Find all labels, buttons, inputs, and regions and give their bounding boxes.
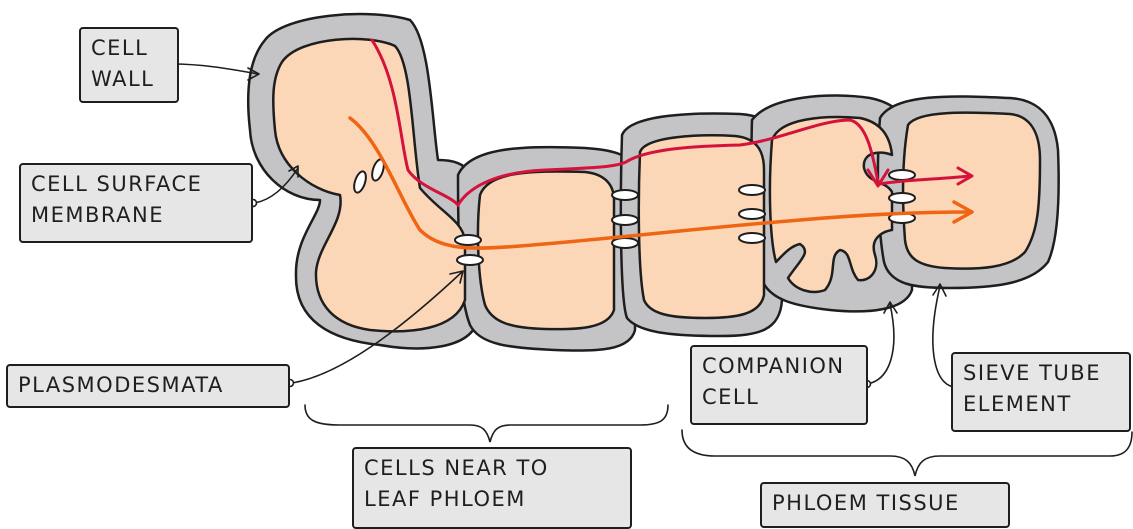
label-cells-near-line-1: CELLS NEAR TO bbox=[364, 453, 620, 484]
pointer-companion-cell bbox=[867, 304, 894, 384]
label-cells-near-line-2: LEAF PHLOEM bbox=[364, 484, 620, 515]
label-cell-wall: CELL WALL bbox=[79, 27, 179, 103]
label-cell-surface-membrane: CELL SURFACE MEMBRANE bbox=[19, 163, 253, 243]
label-phloem-tissue-line-1: PHLOEM TISSUE bbox=[772, 488, 998, 519]
pore bbox=[612, 238, 638, 248]
pore bbox=[612, 215, 638, 225]
pore bbox=[455, 235, 481, 245]
pore bbox=[889, 193, 915, 203]
label-phloem-tissue: PHLOEM TISSUE bbox=[760, 482, 1010, 528]
label-plasmodesmata: PLASMODESMATA bbox=[6, 364, 290, 408]
label-companion-line-1: COMPANION bbox=[702, 351, 856, 382]
pointer-cell-wall bbox=[172, 64, 258, 74]
label-cells-near-leaf-phloem: CELLS NEAR TO LEAF PHLOEM bbox=[352, 447, 632, 529]
pore bbox=[739, 209, 765, 219]
label-companion-line-2: CELL bbox=[702, 382, 856, 413]
pore bbox=[739, 233, 765, 243]
cytoplasm-middle-cell-2 bbox=[639, 135, 764, 318]
brace-phloem-tissue bbox=[682, 430, 1132, 476]
pore bbox=[889, 170, 915, 180]
label-plasmodesmata-line-1: PLASMODESMATA bbox=[18, 370, 278, 401]
label-sieve-line-2: ELEMENT bbox=[963, 389, 1119, 420]
cytoplasm-middle-cell-1 bbox=[478, 171, 614, 329]
label-cell-wall-line-2: WALL bbox=[91, 64, 167, 95]
label-sieve-line-1: SIEVE TUBE bbox=[963, 358, 1119, 389]
label-membrane-line-2: MEMBRANE bbox=[31, 200, 241, 231]
pore bbox=[739, 185, 765, 195]
label-membrane-line-1: CELL SURFACE bbox=[31, 169, 241, 200]
cytoplasm-sieve-tube-element bbox=[903, 113, 1040, 269]
label-companion-cell: COMPANION CELL bbox=[690, 345, 868, 425]
label-sieve-tube-element: SIEVE TUBE ELEMENT bbox=[951, 352, 1131, 432]
pore bbox=[457, 255, 483, 265]
pore bbox=[612, 190, 638, 200]
label-cell-wall-line-1: CELL bbox=[91, 33, 167, 64]
brace-cells-near-leaf-phloem bbox=[305, 405, 668, 442]
